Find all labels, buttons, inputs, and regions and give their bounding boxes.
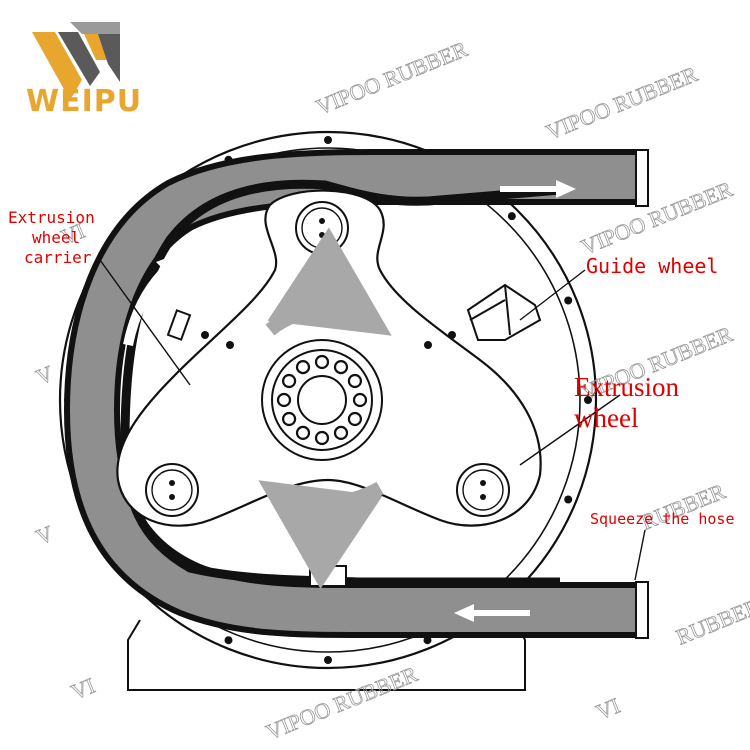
- label-carrier: Extrusion wheel carrier: [8, 208, 95, 268]
- wheel-pin: [319, 232, 325, 238]
- wheel-pin: [480, 480, 486, 486]
- housing-bolt: [564, 495, 573, 504]
- svg-text:VIPOO RUBBER: VIPOO RUBBER: [263, 661, 422, 745]
- housing-bolt: [564, 296, 573, 305]
- hub-bolt: [276, 392, 292, 408]
- guide-wheel-block: [466, 283, 542, 341]
- housing-bolt: [584, 396, 592, 404]
- svg-text:V: V: [33, 520, 57, 549]
- rotor-dot: [201, 331, 209, 339]
- extrusion-wheel-inner: [151, 469, 193, 511]
- housing-bolt: [224, 636, 233, 645]
- extrusion-wheel-outer: [295, 201, 349, 255]
- svg-text:RUBBER: RUBBER: [673, 593, 750, 649]
- hub-bolt: [352, 392, 368, 408]
- hub-bolt: [333, 359, 349, 375]
- hub-bolt: [281, 373, 297, 389]
- label-extrusion-wheel: Extrusion wheel: [574, 372, 679, 433]
- label-squeeze-hose: Squeeze the hose: [590, 510, 735, 528]
- bottom-block: [309, 565, 347, 587]
- hose-squeezed-wall: [120, 179, 561, 587]
- leader-lines: [99, 259, 646, 581]
- carrier-tab: [166, 309, 192, 341]
- hub-bolt: [314, 430, 330, 446]
- extrusion-wheel-outer: [145, 463, 199, 517]
- rotor-hub: [261, 339, 383, 461]
- hub-bolt: [314, 354, 330, 370]
- rotor-dot: [424, 341, 432, 349]
- svg-text:VIPOO RUBBER: VIPOO RUBBER: [543, 61, 702, 145]
- rotation-up-arrow-icon: [123, 252, 182, 347]
- svg-text:VI: VI: [68, 673, 99, 705]
- extrusion-wheel-inner: [462, 469, 504, 511]
- rotation-bottom-arrow-icon: [258, 480, 384, 589]
- weipu-logo: [32, 22, 120, 100]
- extrusion-wheel: [145, 463, 199, 517]
- brand-name: WEIPU: [26, 84, 143, 119]
- wheel-pin: [169, 480, 175, 486]
- extrusion-wheel: [295, 201, 349, 255]
- extrusion-wheel-outer: [456, 463, 510, 517]
- hub-bolt: [333, 425, 349, 441]
- flow-in-arrow-icon: [454, 604, 530, 622]
- hub-bolt: [295, 359, 311, 375]
- hose: [63, 149, 649, 639]
- hub-bolt: [347, 373, 363, 389]
- label-carrier-line2: wheel: [32, 228, 81, 247]
- wheel-pin: [319, 218, 325, 224]
- rotor-dot: [318, 539, 326, 547]
- label-guide-wheel: Guide wheel: [586, 254, 719, 278]
- wheel-pin: [169, 494, 175, 500]
- rotation-top-arrow-icon: [265, 227, 392, 336]
- hub-bolt: [281, 411, 297, 427]
- housing-bolt: [324, 656, 332, 664]
- svg-text:VIPOO RUBBER: VIPOO RUBBER: [313, 36, 472, 120]
- extrusion-wheel: [456, 463, 510, 517]
- rotor-dot: [318, 514, 326, 522]
- label-carrier-line1: Extrusion: [8, 208, 95, 227]
- wheel-pin: [480, 494, 486, 500]
- housing-bolt: [324, 136, 332, 144]
- flow-out-arrow-icon: [500, 180, 576, 198]
- hub-bolts: [276, 354, 368, 446]
- rotation-arrows: [258, 227, 392, 589]
- svg-text:V: V: [33, 360, 57, 389]
- svg-text:VI: VI: [593, 693, 624, 725]
- housing-bolt: [423, 636, 432, 645]
- flow-arrows: [123, 180, 576, 622]
- rotor-dot: [226, 341, 234, 349]
- housing-bolt: [507, 212, 516, 221]
- hub-bolt: [295, 425, 311, 441]
- rotor-dot: [448, 331, 456, 339]
- hub-bolt: [347, 411, 363, 427]
- label-carrier-line3: carrier: [24, 248, 92, 267]
